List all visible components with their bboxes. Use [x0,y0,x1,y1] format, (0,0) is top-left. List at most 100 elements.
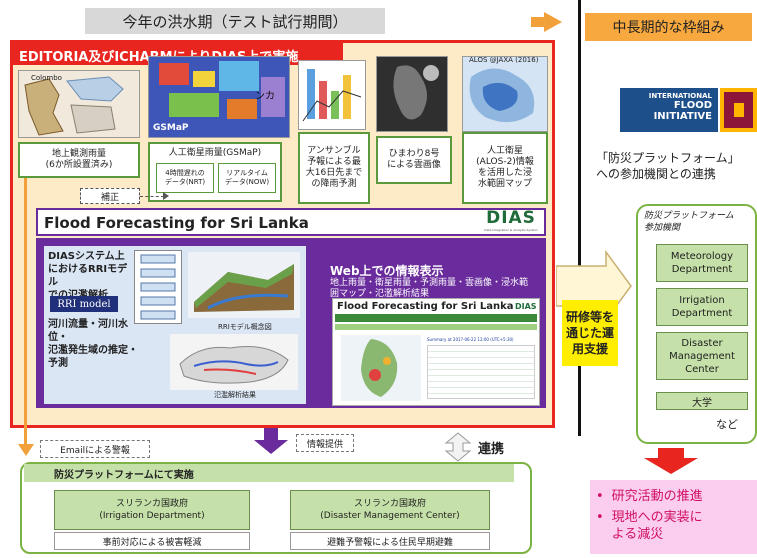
web-screenshot: Flood Forecasting for Sri Lanka DIAS Sum… [332,298,540,406]
member-university-text: 大学 [692,397,712,409]
web-screen-dias: DIAS [515,302,537,311]
result-research-text: 研究活動の推進 [611,489,703,504]
ff-title: Flood Forecasting for Sri Lanka [44,214,309,232]
rri-concept-diagram [188,252,300,318]
platform-label-text: 防災プラットフォームにて実施 [54,470,194,481]
members-header: 防災プラットフォーム 参加機関 [644,211,734,233]
orange-arrow [544,12,562,32]
rri-diagram-caption: RRIモデル概念図 [218,323,272,331]
training-box: 研修等を 通じた運 用支援 [562,300,618,366]
training-text: 研修等を 通じた運 用支援 [565,310,614,356]
rri-estimate-text: 河川流量・河川水位・ 氾濫発生域の推定・ 予測 [48,319,138,369]
flood-result-caption: 氾濫解析結果 [214,391,256,399]
gov-irrigation-action: 事前対応による被害軽減 [54,532,250,550]
now-text: リアルタイム データ(NOW) [224,169,270,186]
ifi-line3: INITIATIVE [653,111,712,122]
web-screen-title: Flood Forecasting for Sri Lanka [337,301,514,312]
gov-dmc-action: 避難予警報による住民早期避難 [290,532,490,550]
result-bullet: • [596,489,604,504]
ifi-logo: INTERNATIONAL FLOOD INITIATIVE [620,88,718,132]
purple-down-arrow-shaft [264,428,278,442]
web-screen-subbar [335,324,537,330]
himawari-image [376,56,448,132]
web-title: Web上での情報表示 [330,264,444,278]
dias-logo-sub: Data Integration & Analysis System [484,228,538,232]
platform-label: 防災プラットフォームにて実施 [24,464,514,482]
orange-down-arrowhead [18,444,34,456]
ensemble-box: アンサンブル 予報による最 大16日先まで の降雨予測 [298,132,370,204]
rri-model-label-text: RRI model [57,298,111,310]
ff-title-bar: Flood Forecasting for Sri Lanka [36,208,546,236]
rri-title: DIASシステム上 におけるRRIモデル での氾濫解析 [48,251,128,301]
result-item-research: • 研究活動の推進 [596,488,751,505]
member-dmc-text: Disaster Management Center [669,337,735,375]
gov-irrigation-text: スリランカ国政府 (Irrigation Department) [99,499,205,521]
ifi-line1: INTERNATIONAL [648,92,712,100]
longterm-title: 中長期的な枠組み [585,13,752,41]
alos-credit: ALOS @JAXA (2016) [469,56,539,64]
gov-dmc-action-text: 避難予警報による住民早期避難 [327,537,453,548]
longterm-title-text: 中長期的な枠組み [612,20,725,36]
result-bullet: • [596,510,604,525]
platform-participation-text: 「防災プラットフォーム」 への参加機関との連携 [596,151,740,181]
web-screen-navbar [335,314,537,322]
correction-text: 補正 [100,192,119,203]
satellite-rainfall-title: 人工衛星雨量(GSMaP) [168,147,262,158]
ensemble-text: アンサンブル 予報による最 大16日先まで の降雨予測 [305,146,363,189]
gov-dmc-text: スリランカ国政府 (Disaster Management Center) [320,499,460,521]
current-season-title: 今年の洪水期（テスト試行期間） [85,8,385,34]
red-arrowhead [644,458,698,474]
himawari-box: ひまわり8号 による雲画像 [376,136,452,184]
result-implementation-text: 現地への実装に よる減災 [611,510,703,542]
member-university: 大学 [656,392,748,410]
web-screen-table [427,345,535,399]
info-provision-box: 情報提供 [296,434,354,452]
correction-box: 補正 [80,188,140,204]
member-meteorology: Meteorology Department [656,244,748,282]
dias-logo: DIAS Data Integration & Analysis System [478,208,544,238]
orange-down-line [24,178,27,448]
map-label: Colombo [31,74,62,82]
web-subtitle: 地上雨量・衛星雨量・予測雨量・雲画像・浸水範 囲マップ・氾濫解析結果 [330,278,529,299]
results-box: • 研究活動の推進 • 現地への実装に よる減災 [590,480,757,554]
flood-result-map [170,334,298,390]
member-irrigation-text: Irrigation Department [671,295,733,319]
gsmap-text: ンカ [255,91,275,102]
gov-irrigation-box: スリランカ国政府 (Irrigation Department) [54,490,250,530]
himawari-text: ひまわり8号 による雲画像 [387,149,441,170]
divider-line [578,0,581,436]
gov-dmc-box: スリランカ国政府 (Disaster Management Center) [290,490,490,530]
gsmap-image: ンカ GSMaP [148,56,290,138]
ensemble-forecast-image [298,60,366,130]
link-label: 連携 [478,442,505,457]
ground-rainfall-box: 地上観測雨量 (6か所設置済み) [18,142,140,178]
sri-lanka-flag [720,88,757,132]
email-alert-box: Emailによる警報 [40,440,150,458]
red-arrow-shaft [658,448,684,460]
result-item-implementation: • 現地への実装に よる減災 [596,509,751,543]
gsmap-logo: GSMaP [153,123,189,133]
nrt-box: 4時間遅れの データ(NRT) [156,163,214,193]
alos-box: 人工衛星 (ALOS-2)情報 を活用した浸 水範囲マップ [462,132,548,204]
ground-rainfall-text: 地上観測雨量 (6か所設置済み) [45,149,113,170]
ground-station-map-image: Colombo [18,70,140,138]
gov-irrigation-action-text: 事前対応による被害軽減 [102,537,202,548]
member-dmc: Disaster Management Center [656,332,748,380]
rri-model-label: RRI model [50,296,118,312]
email-alert-text: Emailによる警報 [60,445,130,456]
dias-logo-text: DIAS [486,208,536,228]
purple-down-arrowhead [254,440,288,454]
now-box: リアルタイム データ(NOW) [218,163,276,193]
alos-text: 人工衛星 (ALOS-2)情報 を活用した浸 水範囲マップ [476,146,534,189]
correction-arrowhead [163,192,169,200]
current-season-title-text: 今年の洪水期（テスト試行期間） [122,12,348,31]
web-screen-summary: Summary at 2017-06-22 12:00 (UTC+5:30) [427,337,514,342]
info-provision-text: 情報提供 [306,439,343,450]
ifi-line2: FLOOD [673,100,712,111]
orange-arrow-shaft [531,17,545,27]
nrt-text: 4時間遅れの データ(NRT) [164,169,206,186]
web-screen-map [341,335,421,401]
link-double-arrow [444,432,472,462]
members-etc: など [716,418,738,431]
member-meteorology-text: Meteorology Department [670,251,734,275]
